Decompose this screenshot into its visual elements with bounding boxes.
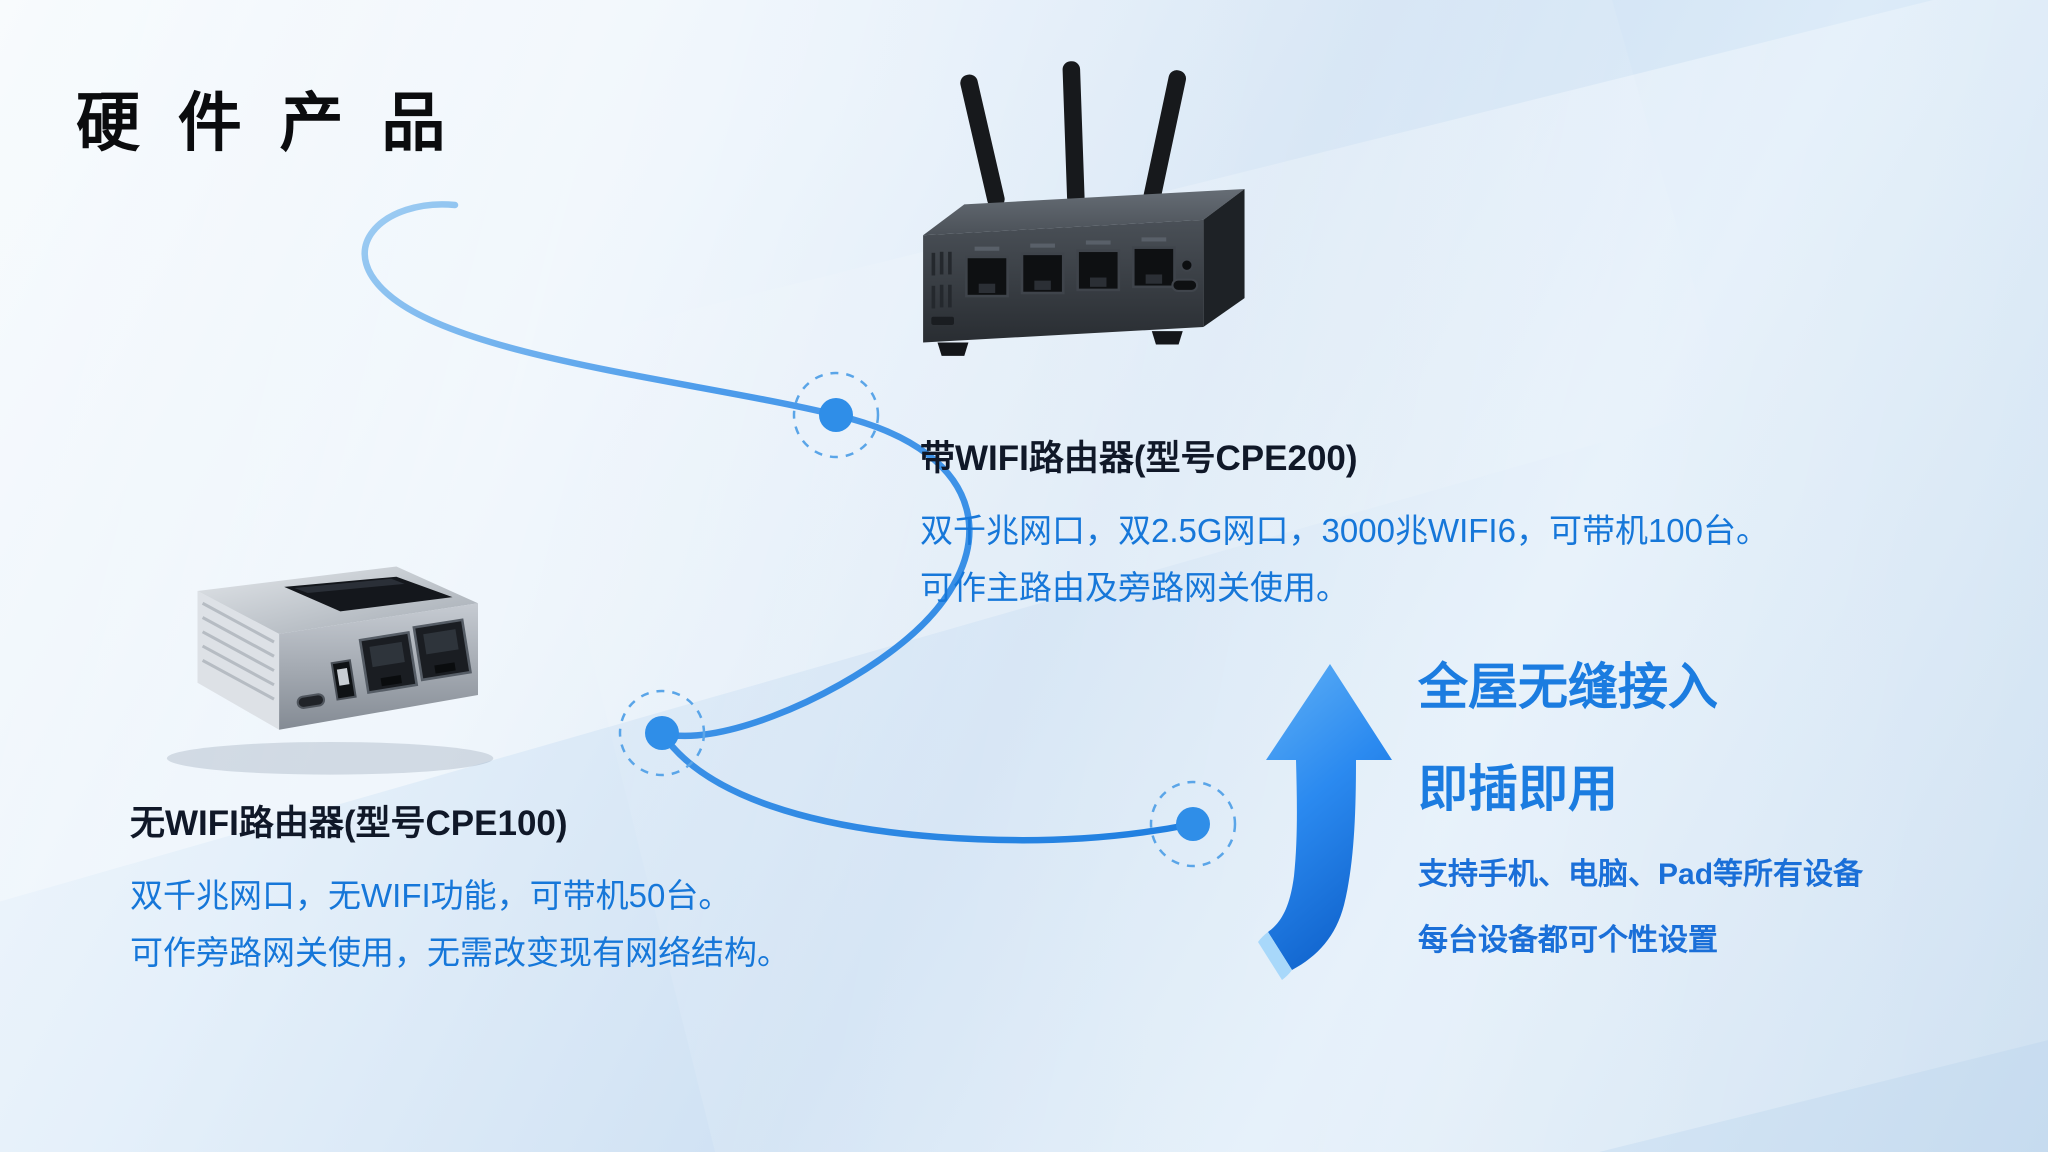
cpe200-spec-line-1: 双千兆网口，双2.5G网口，3000兆WIFI6，可带机100台。 (920, 512, 1770, 549)
benefit-detail-2: 每台设备都可个性设置 (1418, 924, 1718, 957)
benefit-headline-2: 即插即用 (1418, 761, 1618, 817)
cpe100-spec-line-1: 双千兆网口，无WIFI功能，可带机50台。 (130, 877, 732, 914)
cpe200-router-image (890, 55, 1290, 395)
benefit-detail-1: 支持手机、电脑、Pad等所有设备 (1418, 858, 1864, 891)
connector-dot (618, 689, 706, 777)
benefit-headline-1: 全屋无缝接入 (1418, 659, 1718, 715)
heatsink-fins (201, 601, 275, 701)
up-arrow-shape (1258, 664, 1392, 980)
cpe100-product-name: 无WIFI路由器(型号CPE100) (130, 804, 568, 843)
cpe100-spec-line-2: 可作旁路网关使用，无需改变现有网络结构。 (130, 933, 790, 971)
benefits-block: 全屋无缝接入 即插即用 支持手机、电脑、Pad等所有设备 每台设备都可个性设置 (1418, 662, 2018, 956)
cpe200-product-name: 带WIFI路由器(型号CPE200) (920, 439, 1358, 478)
sim-slot (931, 316, 954, 325)
connector-dot (792, 371, 880, 459)
up-arrow-icon (1252, 660, 1412, 990)
page-title: 硬 件 产 品 (76, 87, 456, 159)
cpe100-description: 无WIFI路由器(型号CPE100) 双千兆网口，无WIFI功能，可带机50台。… (130, 795, 890, 982)
usb-c-port (296, 693, 326, 709)
cpe100-router-image (140, 540, 510, 795)
reset-button (1180, 258, 1194, 272)
antennas (960, 61, 1186, 208)
router-no-antennas-icon (166, 566, 494, 775)
router-with-antennas-icon (923, 61, 1245, 356)
connector-dot (1149, 780, 1237, 868)
cpe200-spec-line-2: 可作主路由及旁路网关使用。 (920, 568, 1349, 606)
usb-c-port (1171, 278, 1199, 292)
cpe200-description: 带WIFI路由器(型号CPE200) 双千兆网口，双2.5G网口，3000兆WI… (920, 430, 1820, 617)
